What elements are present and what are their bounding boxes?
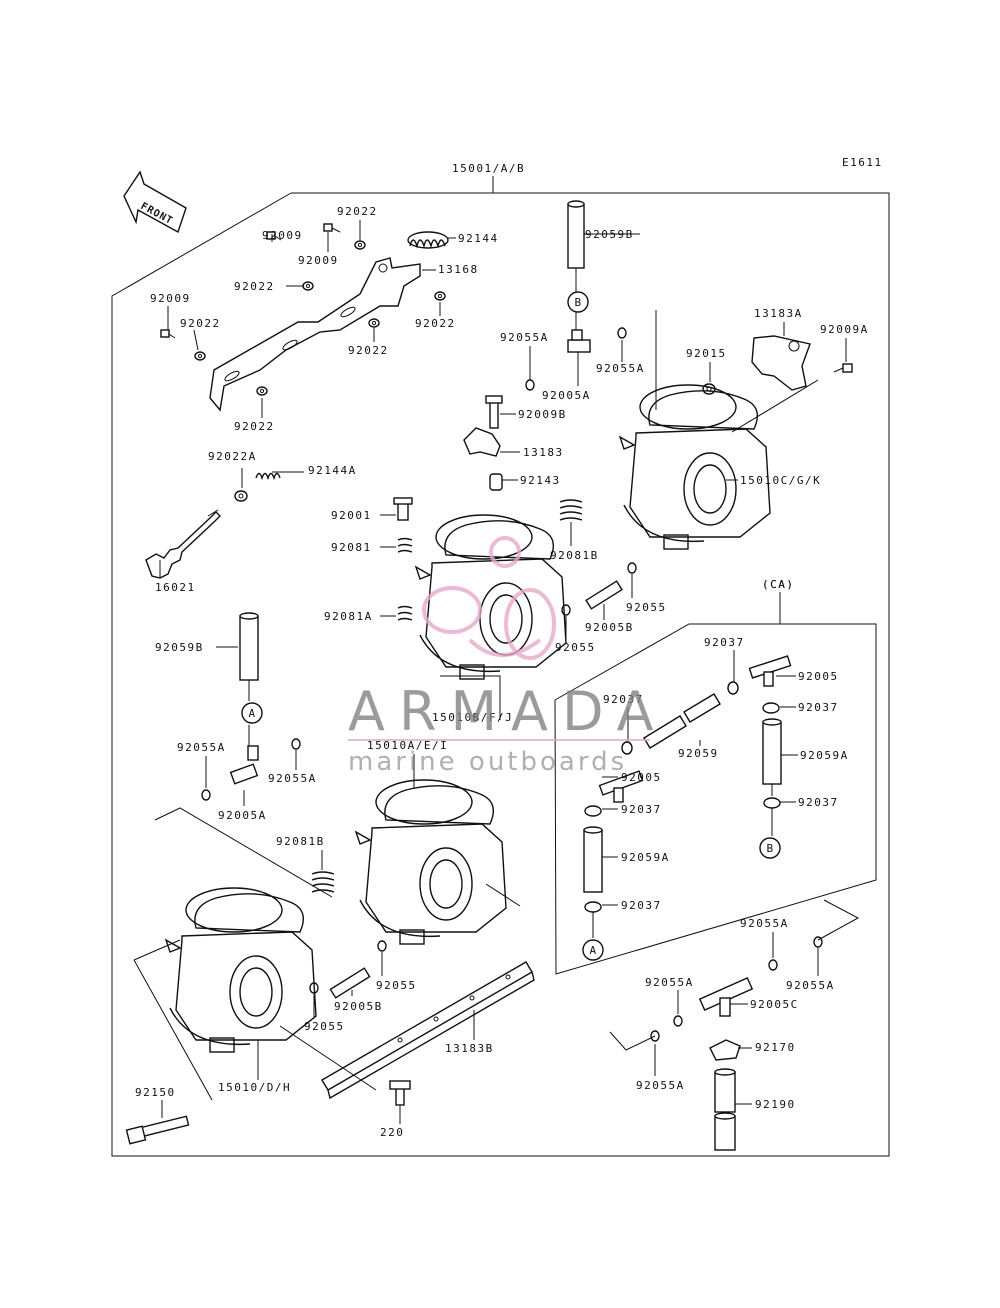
ca-label: (CA) — [762, 578, 795, 591]
marker-letter: A — [249, 707, 256, 720]
part-label-92059A-b: 92059A — [621, 851, 670, 864]
part-label-92055A-c: 92055A — [177, 741, 226, 754]
part-label-92005A-b: 92005A — [218, 809, 267, 822]
armada-watermark: ARMADA marine outboards — [348, 536, 668, 777]
part-label-92009-a: 92009 — [262, 229, 303, 242]
part-label-92009-c: 92009 — [150, 292, 191, 305]
part-label-92005C: 92005C — [750, 998, 799, 1011]
front-arrow-icon: FRONT — [123, 170, 187, 234]
part-label-92037-c: 92037 — [798, 701, 839, 714]
ca-frame — [554, 623, 877, 975]
part-label-CA: (CA) — [762, 578, 795, 591]
part-label-92144A: 92144A — [308, 464, 357, 477]
part-label-92081A: 92081A — [324, 610, 373, 623]
marker-letter: A — [590, 944, 597, 957]
part-label-92055-c: 92055 — [376, 979, 417, 992]
part-label-92005A-top: 92005A — [542, 389, 591, 402]
part-label-220: 220 — [380, 1126, 404, 1139]
part-label-92059B-left: 92059B — [155, 641, 204, 654]
part-label-13183B: 13183B — [445, 1042, 494, 1055]
connection-markers: B A B A — [241, 291, 781, 961]
part-label-92055A-g: 92055A — [645, 976, 694, 989]
marker-A-ca: A — [582, 939, 604, 961]
marker-letter: B — [767, 842, 774, 855]
part-label-92037-f: 92037 — [621, 899, 662, 912]
part-label-92144: 92144 — [458, 232, 499, 245]
hose-icon — [239, 200, 782, 1151]
small-part-icon — [125, 335, 811, 1145]
part-label-92037-a: 92037 — [704, 636, 745, 649]
part-label-92009B: 92009B — [518, 408, 567, 421]
part-label-92055A-a: 92055A — [500, 331, 549, 344]
watermark-tagline: marine outboards — [348, 747, 627, 777]
part-label-92009A: 92009A — [820, 323, 869, 336]
carburetor-bracket — [209, 257, 421, 412]
throttle-cable — [145, 509, 221, 579]
part-label-92055A-e: 92055A — [740, 917, 789, 930]
screw-icon — [160, 223, 853, 373]
part-label-13183: 13183 — [523, 446, 564, 459]
part-label-92005-a: 92005 — [798, 670, 839, 683]
carburetor-body — [164, 384, 771, 1053]
part-label-92037-d: 92037 — [798, 796, 839, 809]
diagram-code: E1611 — [842, 156, 883, 169]
part-label-92055-d: 92055 — [304, 1020, 345, 1033]
carburetor-rail — [321, 961, 535, 1100]
part-label-92059: 92059 — [678, 747, 719, 760]
marker-letter: B — [575, 296, 582, 309]
part-label-92055-a: 92055 — [626, 601, 667, 614]
part-label-15010BFJ: 15010B/F/J — [432, 711, 513, 724]
part-label-92037-e: 92037 — [621, 803, 662, 816]
part-label-92005B-b: 92005B — [334, 1000, 383, 1013]
part-label-92081B-a: 92081B — [550, 549, 599, 562]
t-fitting-icon — [229, 329, 792, 1017]
part-label-13168: 13168 — [438, 263, 479, 276]
part-label-92190: 92190 — [755, 1098, 796, 1111]
marker-B-top: B — [567, 291, 589, 313]
part-label-92170: 92170 — [755, 1041, 796, 1054]
part-label-15010CGK: 15010C/G/K — [740, 474, 821, 487]
part-label-92055A-d: 92055A — [268, 772, 317, 785]
part-label-13183A: 13183A — [754, 307, 803, 320]
part-label-92055A-h: 92055A — [636, 1079, 685, 1092]
part-label-92081B-b: 92081B — [276, 835, 325, 848]
group-lines — [133, 310, 860, 1101]
part-label-92037-b: 92037 — [603, 693, 644, 706]
part-label-92022A: 92022A — [208, 450, 257, 463]
part-label-92143: 92143 — [520, 474, 561, 487]
part-label-92015: 92015 — [686, 347, 727, 360]
part-label-92005B-a: 92005B — [585, 621, 634, 634]
part-label-92059A-a: 92059A — [800, 749, 849, 762]
part-label-92022-d: 92022 — [180, 317, 221, 330]
part-label-15010AEI: 15010A/E/I — [367, 739, 448, 752]
part-label-92150: 92150 — [135, 1086, 176, 1099]
assembly-frame — [111, 192, 890, 1157]
spring-icon — [255, 231, 583, 893]
part-label-92001: 92001 — [331, 509, 372, 522]
part-label-15010DH: 15010/D/H — [218, 1081, 291, 1094]
part-label-92022-f: 92022 — [234, 420, 275, 433]
part-label-92055-b: 92055 — [555, 641, 596, 654]
o-ring-icon — [201, 327, 823, 1042]
marker-A-left: A — [241, 702, 263, 724]
part-label-92022-c: 92022 — [415, 317, 456, 330]
part-label-92081: 92081 — [331, 541, 372, 554]
part-labels: 92022 92009 92144 92009 13168 92022 92009 92022… — [135, 205, 869, 1139]
part-label-92009-b: 92009 — [298, 254, 339, 267]
watermark-brand: ARMADA — [348, 680, 668, 743]
part-label-92022-b: 92022 — [234, 280, 275, 293]
assembly-number: 15001/A/B — [452, 162, 525, 175]
part-label-92022-top: 92022 — [337, 205, 378, 218]
part-label-16021: 16021 — [155, 581, 196, 594]
part-label-92005-b: 92005 — [621, 771, 662, 784]
part-label-92055A-f: 92055A — [786, 979, 835, 992]
marker-B-ca: B — [759, 837, 781, 859]
armada-logo-icon — [422, 536, 556, 660]
part-label-92055A-b: 92055A — [596, 362, 645, 375]
leader-lines — [159, 220, 847, 1124]
part-label-92022-e: 92022 — [348, 344, 389, 357]
part-label-92059B-top: 92059B — [585, 228, 634, 241]
